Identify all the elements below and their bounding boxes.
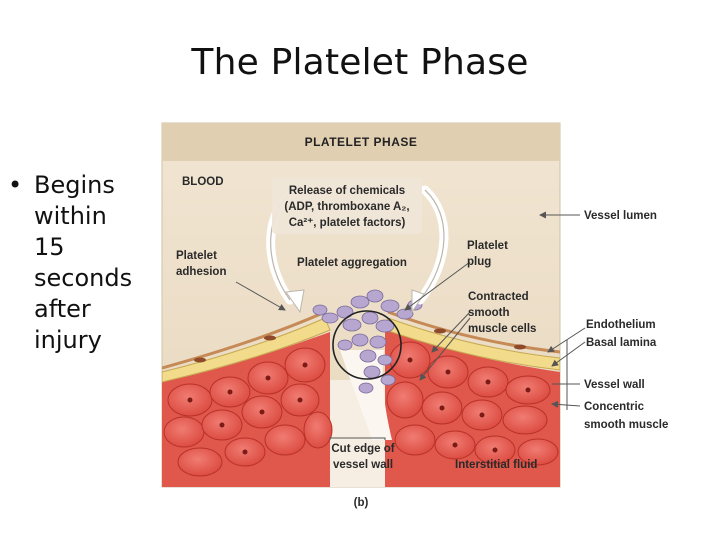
vessel-wall-label: Vessel wall [584,379,645,391]
blood-label: BLOOD [182,176,224,188]
interstitial-fluid-label: Interstitial fluid [455,459,537,471]
platelet-adhesion-line-1: Platelet [176,250,217,262]
muscle-cells-left [163,347,333,477]
platelet-plug-line-1: Platelet [467,240,508,252]
figure-header-band [162,123,560,161]
endothelium-label: Endothelium [586,319,656,331]
release-line-2: (ADP, thromboxane A₂, [284,201,409,213]
platelet-aggregation-label: Platelet aggregation [297,257,407,269]
endothelium-left [162,310,326,370]
slide-title: The Platelet Phase [191,42,529,83]
platelet-adhesion-line-2: adhesion [176,266,226,278]
endothelial-nuclei [194,328,526,363]
bullet-marker: • [8,171,23,199]
plug-highlight-circle [332,310,402,380]
release-line-3: Ca²⁺, platelet factors) [289,217,406,229]
basal-lamina-label: Basal lamina [586,337,657,349]
platelet-plug-line-2: plug [467,256,491,268]
concentric-line-2: smooth muscle [584,419,668,431]
platelet-plug [312,289,423,394]
contracted-line-1: Contracted [468,291,529,303]
cell-nuclei [187,357,531,455]
bullet-text: Begins within 15 seconds after injury [34,171,133,354]
release-line-1: Release of chemicals [289,185,405,197]
basal-lamina-left [162,317,331,383]
release-box [272,178,422,234]
vessel-lumen-label: Vessel lumen [584,210,657,222]
figure-header: PLATELET PHASE [305,135,418,149]
contracted-line-2: smooth [468,307,510,319]
concentric-line-1: Concentric [584,401,645,413]
cut-edge-line-1: Cut edge of [331,443,394,455]
contracted-line-3: muscle cells [468,323,536,335]
panel-label: (b) [354,497,369,509]
cut-edge-line-2: vessel wall [333,459,393,471]
basal-lamina-right [385,317,560,371]
